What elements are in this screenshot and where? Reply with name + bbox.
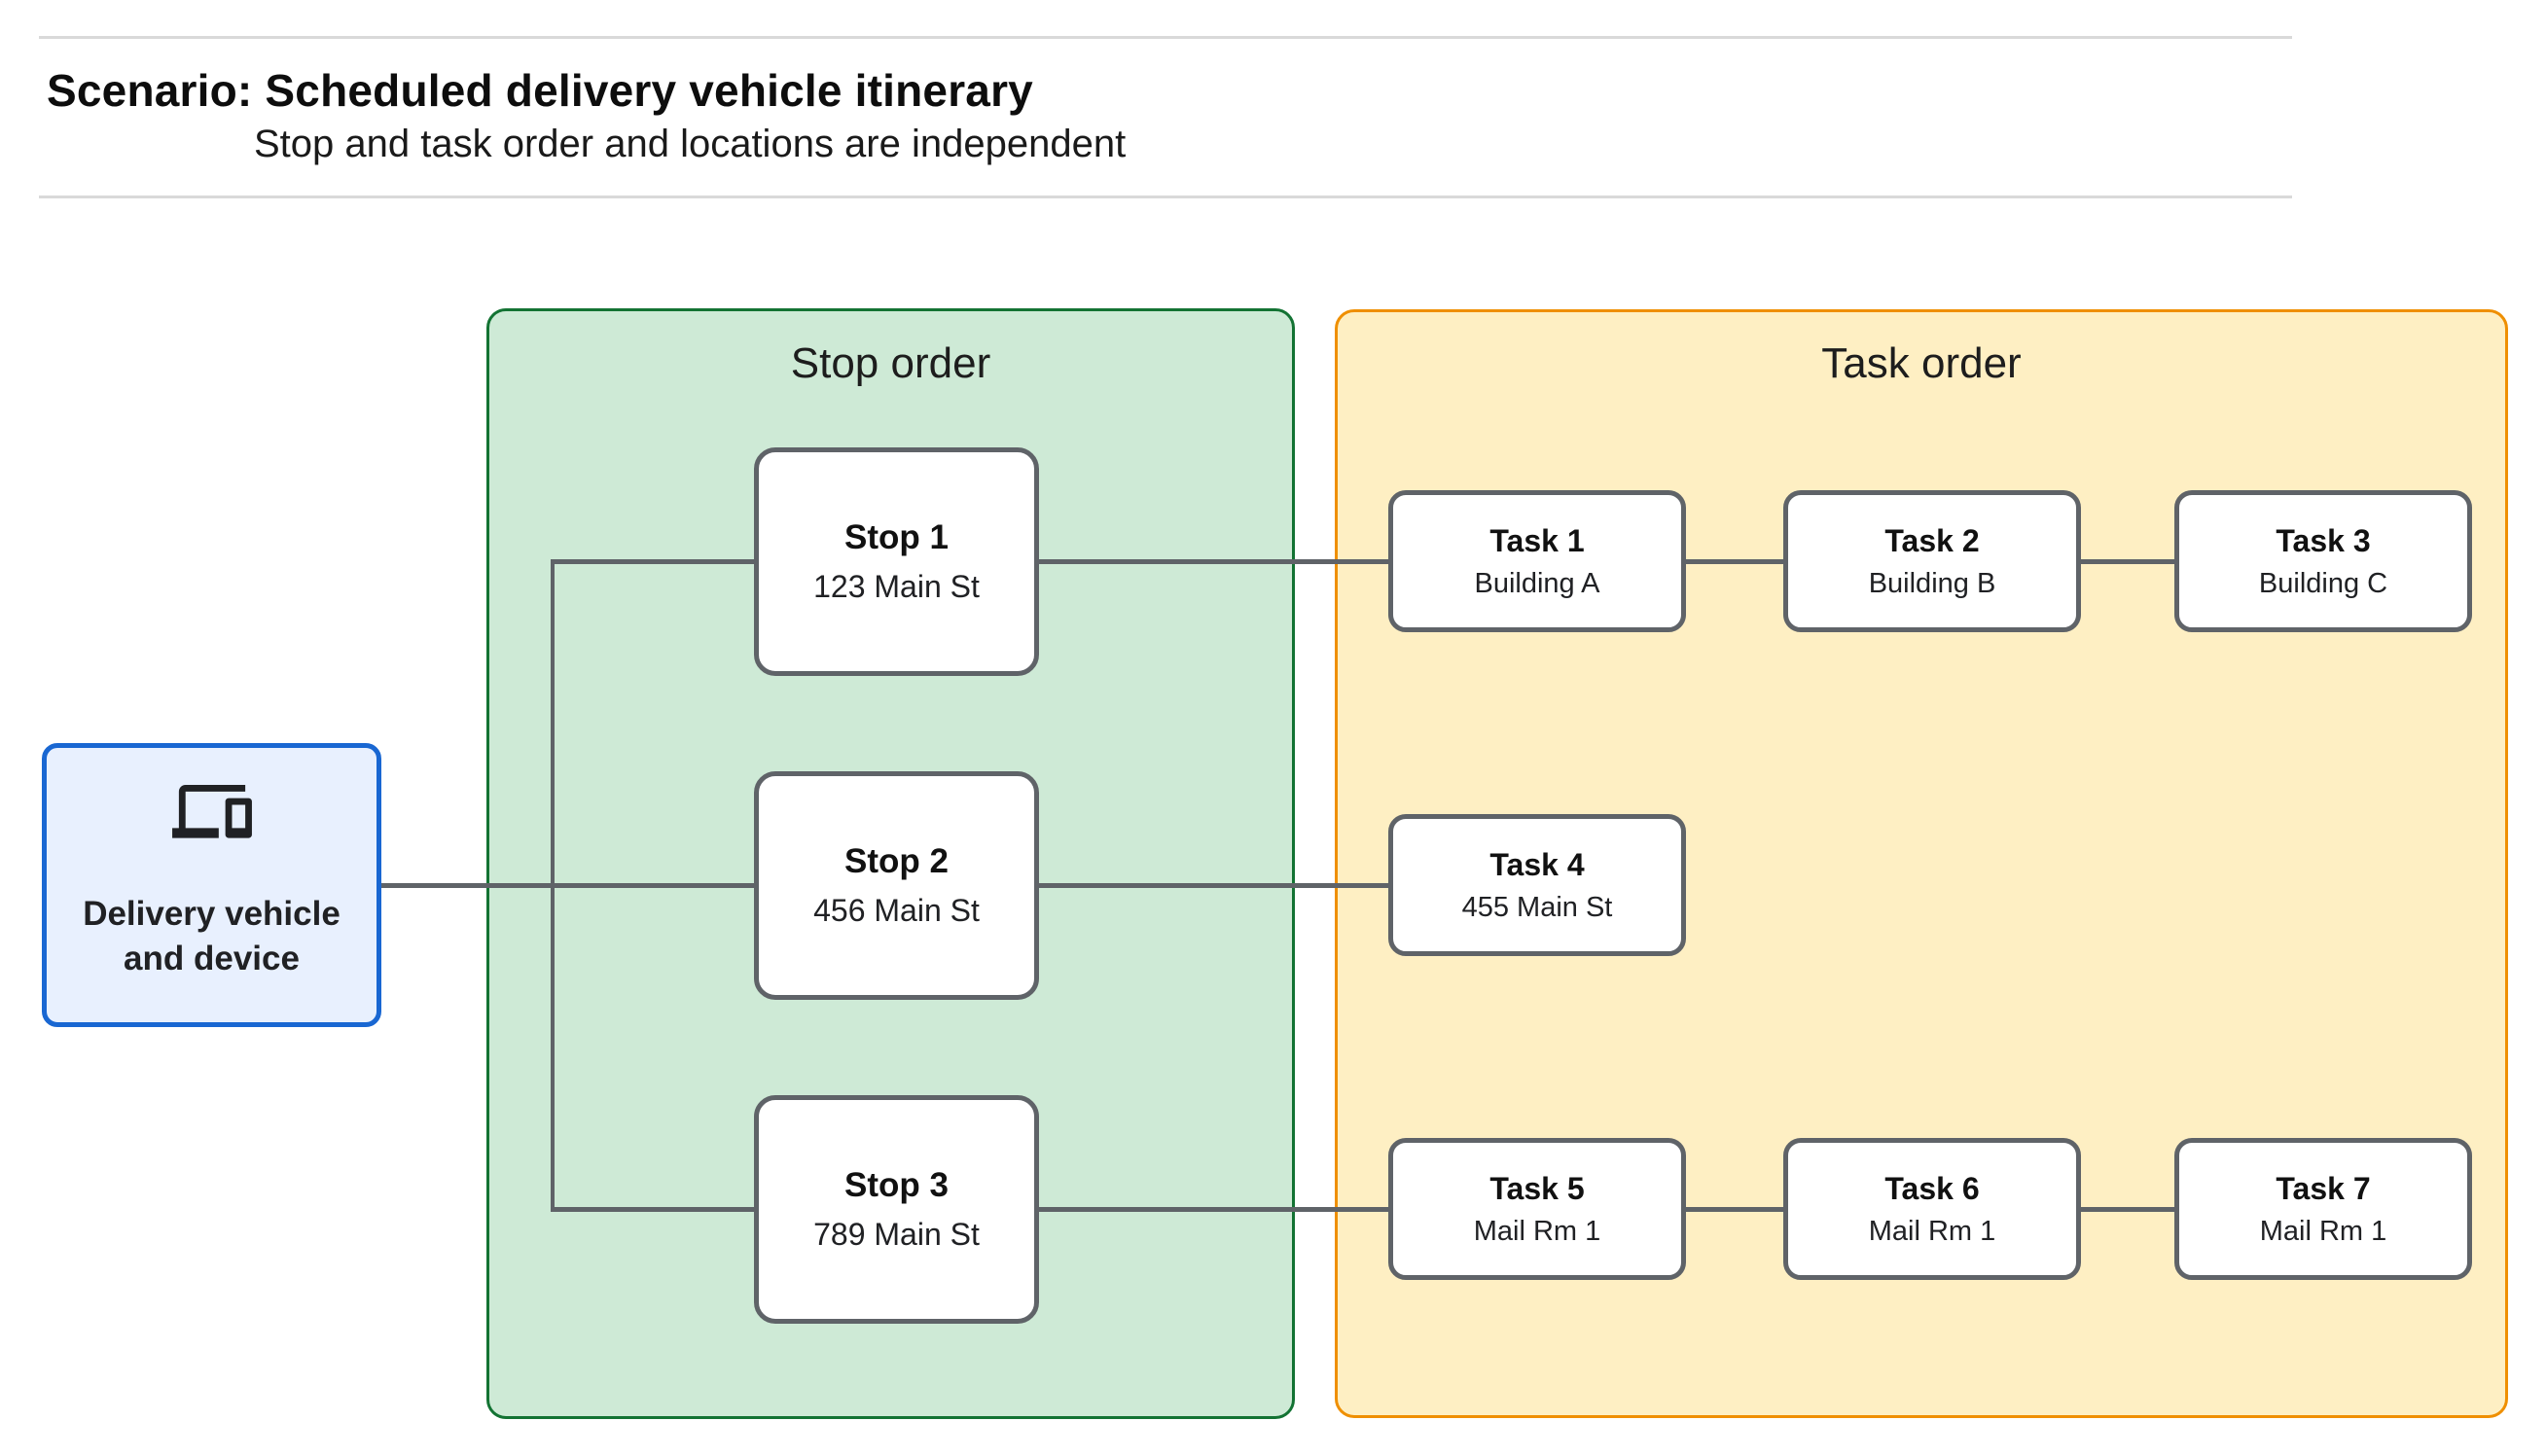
stop-1-title: Stop 1	[844, 518, 949, 556]
task-2-location: Building B	[1868, 567, 1996, 599]
edge-stop3-to-task5	[1039, 1207, 1388, 1212]
header-divider-top	[39, 36, 2292, 39]
edge-task1-to-task2	[1686, 559, 1783, 564]
page-subtitle: Stop and task order and locations are in…	[254, 123, 1127, 165]
task-5-location: Mail Rm 1	[1473, 1215, 1601, 1247]
edge-branch-to-stop3	[551, 1207, 754, 1212]
stop-3-location: 789 Main St	[813, 1217, 980, 1252]
task-3-title: Task 3	[2276, 522, 2371, 558]
task-4-location: 455 Main St	[1461, 891, 1613, 923]
devices-icon	[171, 785, 252, 838]
stop-order-group-title: Stop order	[790, 339, 991, 387]
task-3-location: Building C	[2258, 567, 2388, 599]
task-4-title: Task 4	[1489, 846, 1585, 882]
task-3-node: Task 3 Building C	[2174, 490, 2472, 632]
page-title: Scenario: Scheduled delivery vehicle iti…	[47, 65, 1033, 116]
task-6-node: Task 6 Mail Rm 1	[1783, 1138, 2081, 1280]
edge-branch-vertical	[551, 559, 555, 1212]
edge-task5-to-task6	[1686, 1207, 1783, 1212]
task-4-node: Task 4 455 Main St	[1388, 814, 1686, 956]
edge-task6-to-task7	[2081, 1207, 2174, 1212]
task-7-node: Task 7 Mail Rm 1	[2174, 1138, 2472, 1280]
task-1-node: Task 1 Building A	[1388, 490, 1686, 632]
edge-stop2-to-task4	[1039, 883, 1388, 888]
task-6-location: Mail Rm 1	[1868, 1215, 1996, 1247]
stop-2-node: Stop 2 456 Main St	[754, 771, 1039, 1000]
stop-2-title: Stop 2	[844, 842, 949, 880]
edge-branch-to-stop1	[551, 559, 754, 564]
task-2-node: Task 2 Building B	[1783, 490, 2081, 632]
stop-3-node: Stop 3 789 Main St	[754, 1095, 1039, 1324]
task-5-node: Task 5 Mail Rm 1	[1388, 1138, 1686, 1280]
task-6-title: Task 6	[1884, 1170, 1980, 1206]
task-1-title: Task 1	[1489, 522, 1585, 558]
edge-device-to-stop2	[381, 883, 754, 888]
edge-task2-to-task3	[2081, 559, 2174, 564]
edge-stop1-to-task1	[1039, 559, 1388, 564]
header-divider-bottom	[39, 195, 2292, 198]
task-1-location: Building A	[1474, 567, 1600, 599]
task-7-title: Task 7	[2276, 1170, 2371, 1206]
delivery-vehicle-label: Delivery vehicle and device	[83, 895, 341, 977]
task-order-group-title: Task order	[1821, 339, 2022, 387]
stop-2-location: 456 Main St	[813, 893, 980, 928]
task-2-title: Task 2	[1884, 522, 1980, 558]
stop-1-location: 123 Main St	[813, 569, 980, 604]
task-5-title: Task 5	[1489, 1170, 1585, 1206]
stop-1-node: Stop 1 123 Main St	[754, 447, 1039, 676]
delivery-vehicle-node: Delivery vehicle and device	[42, 743, 381, 1027]
stop-3-title: Stop 3	[844, 1166, 949, 1204]
task-7-location: Mail Rm 1	[2259, 1215, 2387, 1247]
